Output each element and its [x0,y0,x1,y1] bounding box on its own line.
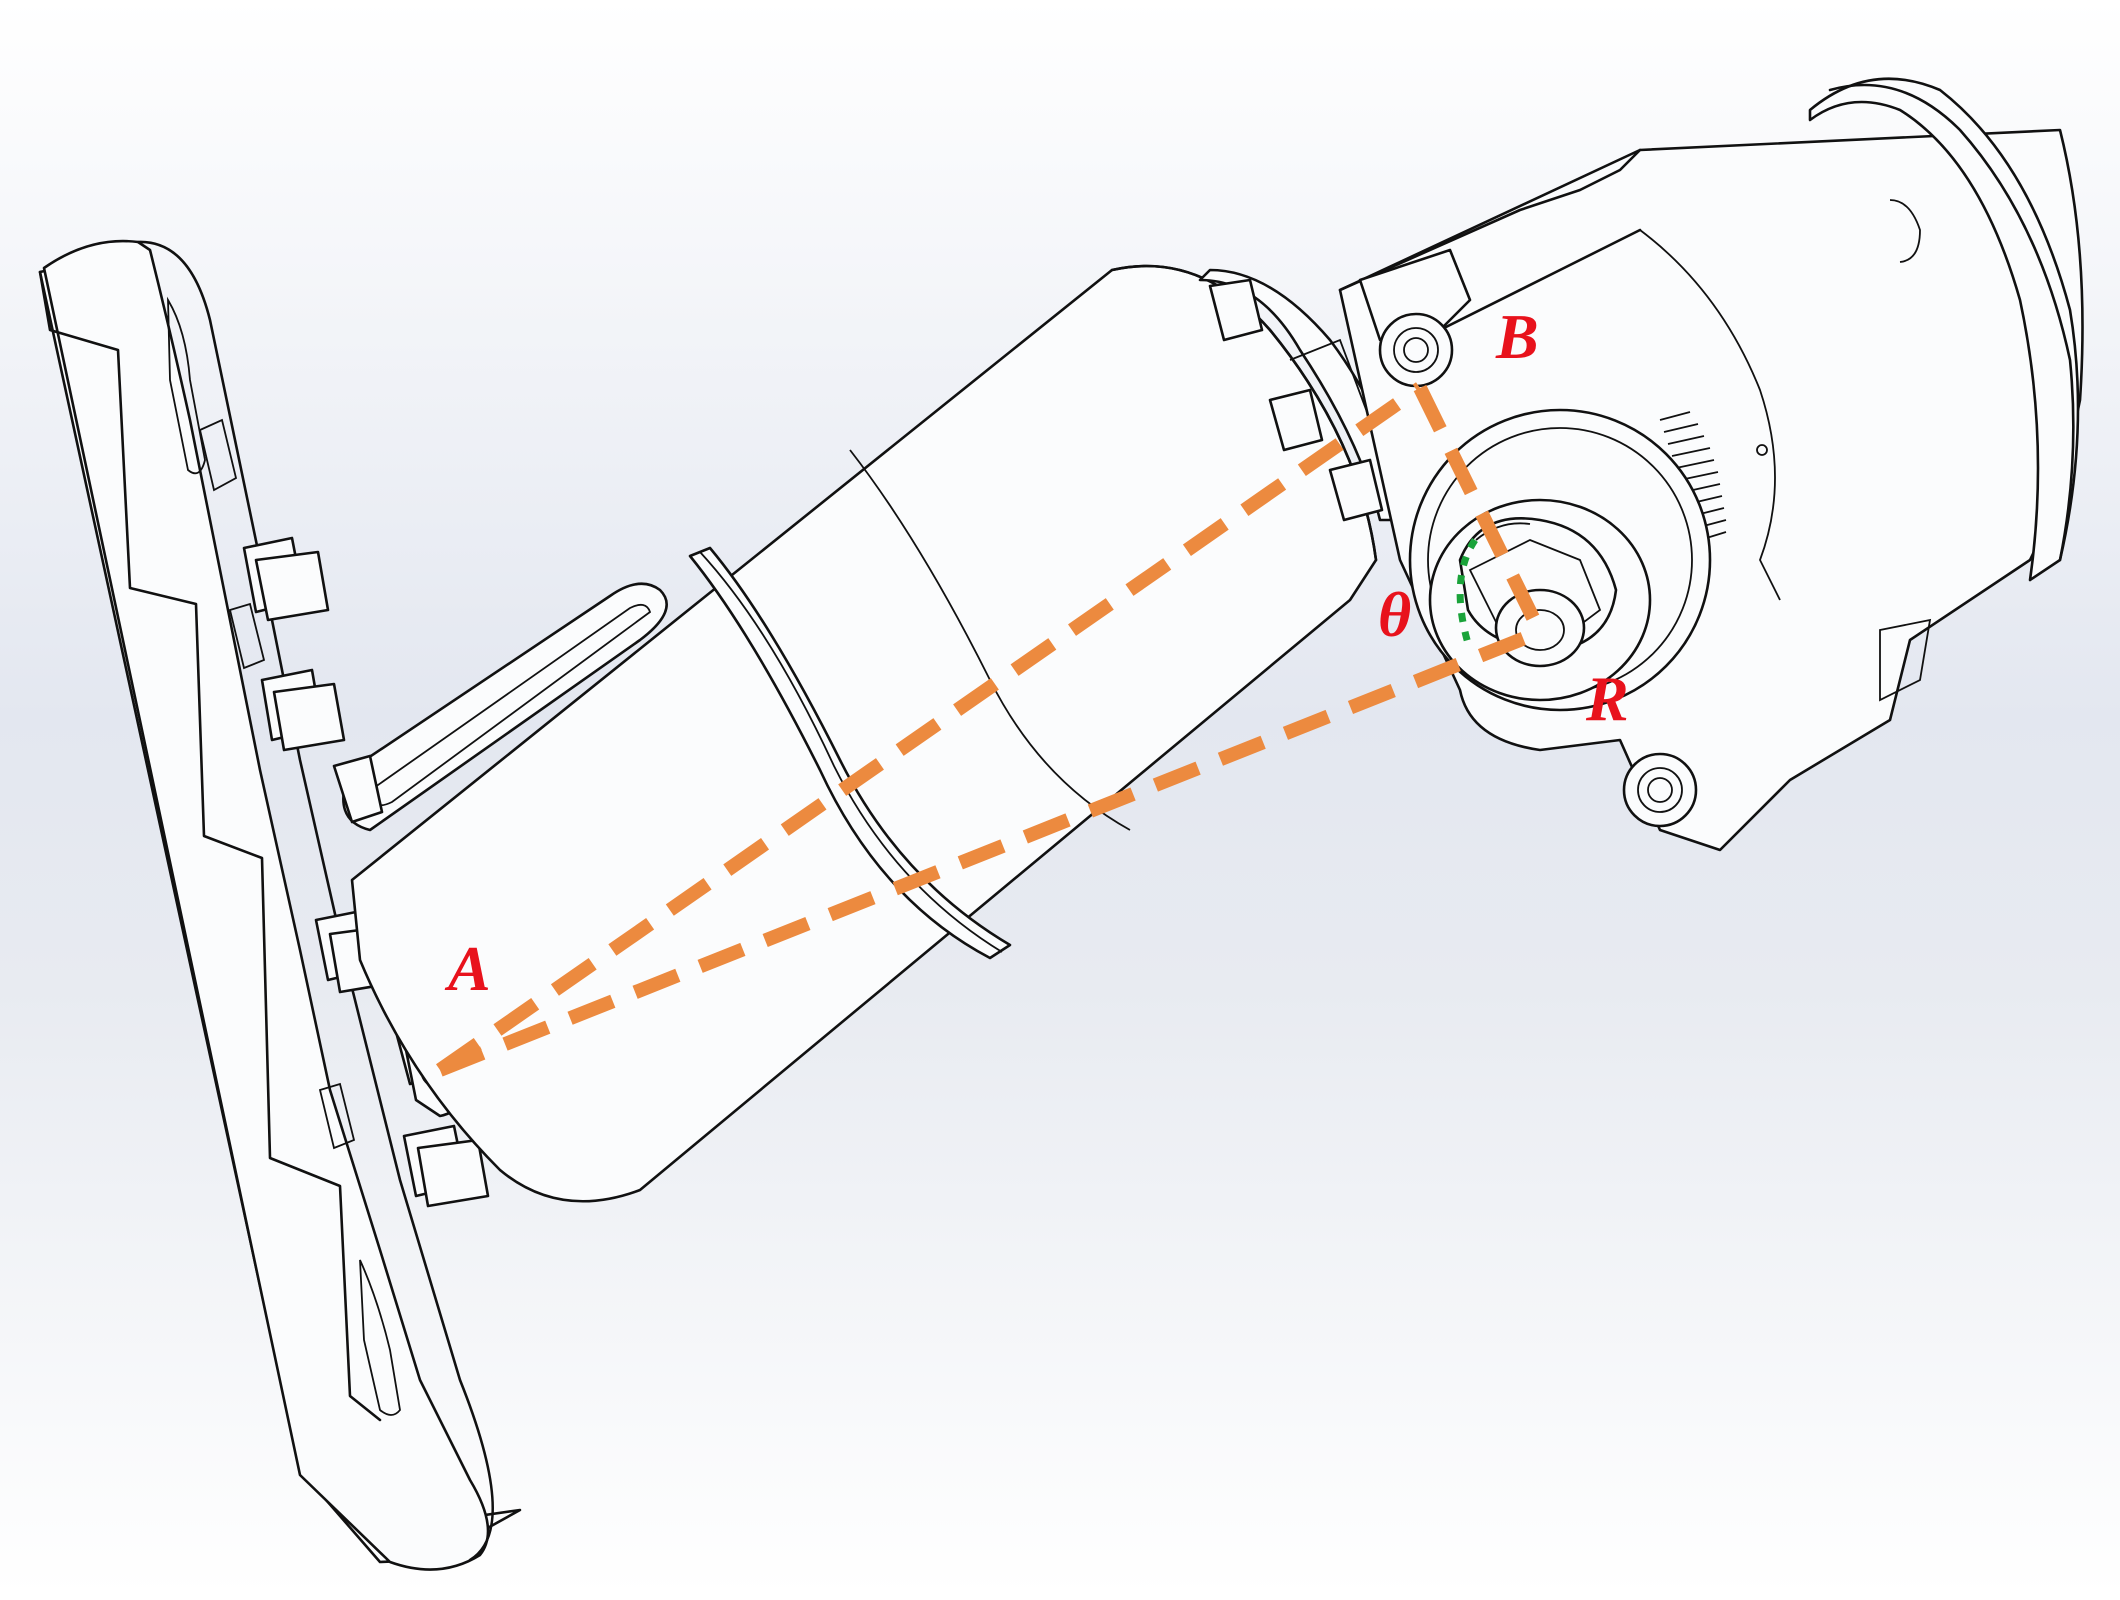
plate-bolt-2 [260,668,346,752]
vent-slots [1659,411,1727,541]
body-bolt-top [1358,248,1472,388]
angle-arc [1456,538,1478,652]
plate-bolt-1 [242,536,330,622]
label-a: A [444,933,491,1004]
plate-bolt-4 [402,1124,490,1208]
body-bolt-bottom [1622,752,1698,828]
label-b: B [1495,301,1539,372]
construction-lines [436,382,1547,1077]
line-a-b [436,382,1424,1076]
label-r: R [1585,663,1629,734]
arm-cylinder [350,264,1412,1203]
line-a-r [437,625,1543,1077]
slotted-bracket [332,582,668,832]
label-theta: θ [1378,579,1411,650]
line-b-r [1413,384,1547,636]
